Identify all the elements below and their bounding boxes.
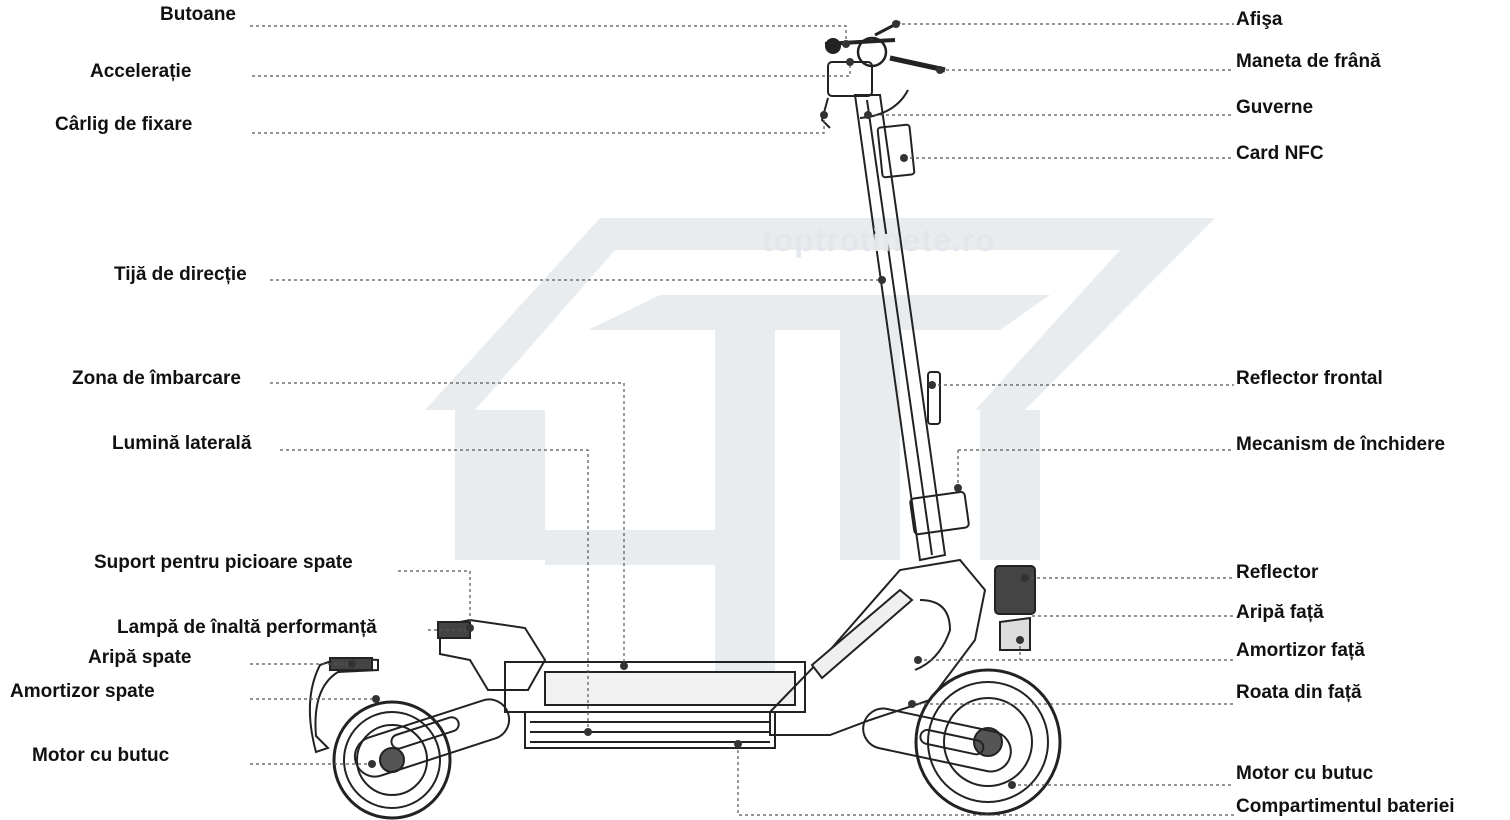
label-aripa-fata: Aripă față xyxy=(1236,602,1324,623)
label-baterie: Compartimentul bateriei xyxy=(1236,796,1455,817)
label-aripa-spate: Aripă spate xyxy=(88,647,192,668)
label-butoane: Butoane xyxy=(160,4,236,25)
label-roata-fata: Roata din față xyxy=(1236,682,1362,703)
label-suport: Suport pentru picioare spate xyxy=(94,552,353,573)
label-maneta: Maneta de frână xyxy=(1236,51,1381,72)
label-amortizor-fata: Amortizor față xyxy=(1236,640,1365,661)
label-motor-spate: Motor cu butuc xyxy=(32,745,170,766)
scooter-drawing xyxy=(308,20,1062,820)
label-reflector-frontal: Reflector frontal xyxy=(1236,368,1383,389)
label-lampa: Lampă de înaltă performanță xyxy=(117,617,377,638)
label-nfc: Card NFC xyxy=(1236,143,1324,164)
watermark-text: toptrotinete.ro xyxy=(762,222,996,258)
label-carlig: Cârlig de fixare xyxy=(55,114,193,135)
label-zona: Zona de îmbarcare xyxy=(72,368,241,389)
label-reflector: Reflector xyxy=(1236,562,1319,583)
label-motor-fata: Motor cu butuc xyxy=(1236,763,1374,784)
label-afisaj: Afişa xyxy=(1236,9,1283,30)
label-mecanism: Mecanism de închidere xyxy=(1236,434,1446,455)
label-acceleratie: Accelerație xyxy=(90,61,192,82)
leader-dots xyxy=(348,20,1029,789)
watermark-logo xyxy=(425,218,1215,700)
label-amortizor-spate: Amortizor spate xyxy=(10,681,155,702)
label-lumina: Lumină laterală xyxy=(112,433,252,454)
label-tija: Tijă de direcție xyxy=(114,264,247,285)
leader-lines xyxy=(250,23,1234,816)
label-guverne: Guverne xyxy=(1236,97,1314,118)
